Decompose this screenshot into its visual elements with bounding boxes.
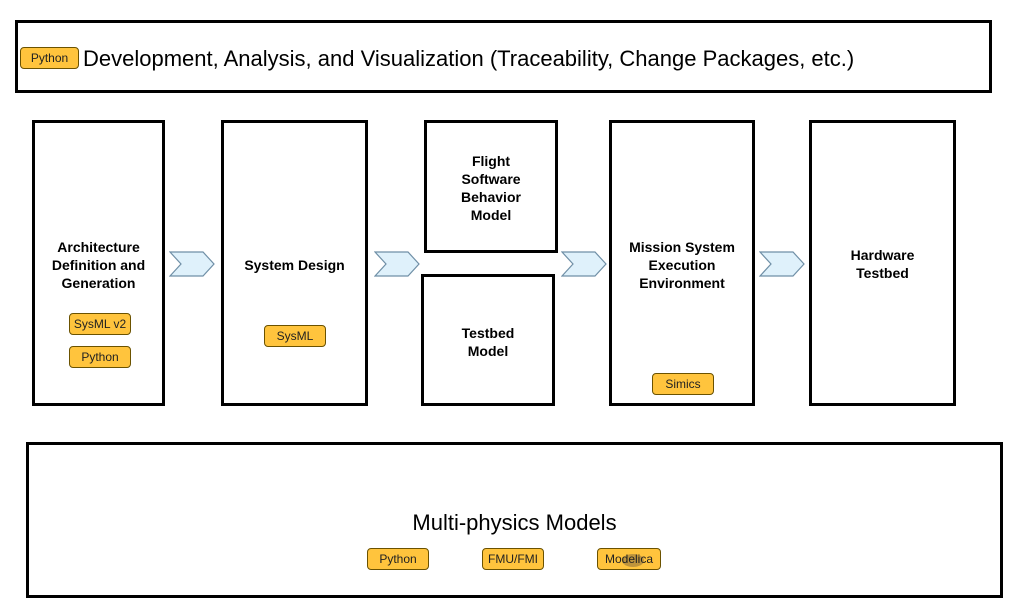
multi-physics-models-box: Multi-physics Models Python FMU/FMI Mode…: [26, 442, 1003, 598]
python-badge: Python: [367, 548, 429, 570]
mission-system-label: Mission System Execution Environment: [629, 239, 735, 291]
architecture-definition-box: Architecture Definition and Generation S…: [32, 120, 165, 406]
hardware-testbed-label: Hardware Testbed: [850, 247, 915, 281]
sysml-v2-badge: SysML v2: [69, 313, 131, 335]
fmu-fmi-badge: FMU/FMI: [482, 548, 544, 570]
flight-software-model-box: Flight Software Behavior Model: [424, 120, 558, 253]
architecture-definition-label: Architecture Definition and Generation: [51, 239, 146, 291]
sysml-badge: SysML: [264, 325, 326, 347]
flight-software-model-label: Flight Software Behavior Model: [461, 153, 521, 223]
flow-arrow-icon: [561, 251, 607, 277]
modelica-badge: Modelica: [597, 548, 661, 570]
smudge-mark: [622, 554, 644, 567]
flow-arrow-icon: [374, 251, 420, 277]
development-analysis-banner: Python Development, Analysis, and Visual…: [15, 20, 992, 93]
system-design-label: System Design: [244, 257, 345, 273]
modelica-badge-label: Modelica: [604, 552, 654, 566]
mission-system-box: Mission System Execution Environment Sim…: [609, 120, 755, 406]
multi-physics-models-title: Multi-physics Models: [412, 510, 617, 535]
python-badge: Python: [20, 47, 79, 69]
testbed-model-box: Testbed Model: [421, 274, 555, 406]
testbed-model-label: Testbed Model: [461, 325, 515, 359]
flow-arrow-icon: [759, 251, 805, 277]
system-design-box: System Design SysML: [221, 120, 368, 406]
flow-arrow-icon: [169, 251, 215, 277]
banner-title: Development, Analysis, and Visualization…: [83, 46, 855, 71]
python-badge: Python: [69, 346, 131, 368]
simics-badge: Simics: [652, 373, 714, 395]
hardware-testbed-box: Hardware Testbed: [809, 120, 956, 406]
